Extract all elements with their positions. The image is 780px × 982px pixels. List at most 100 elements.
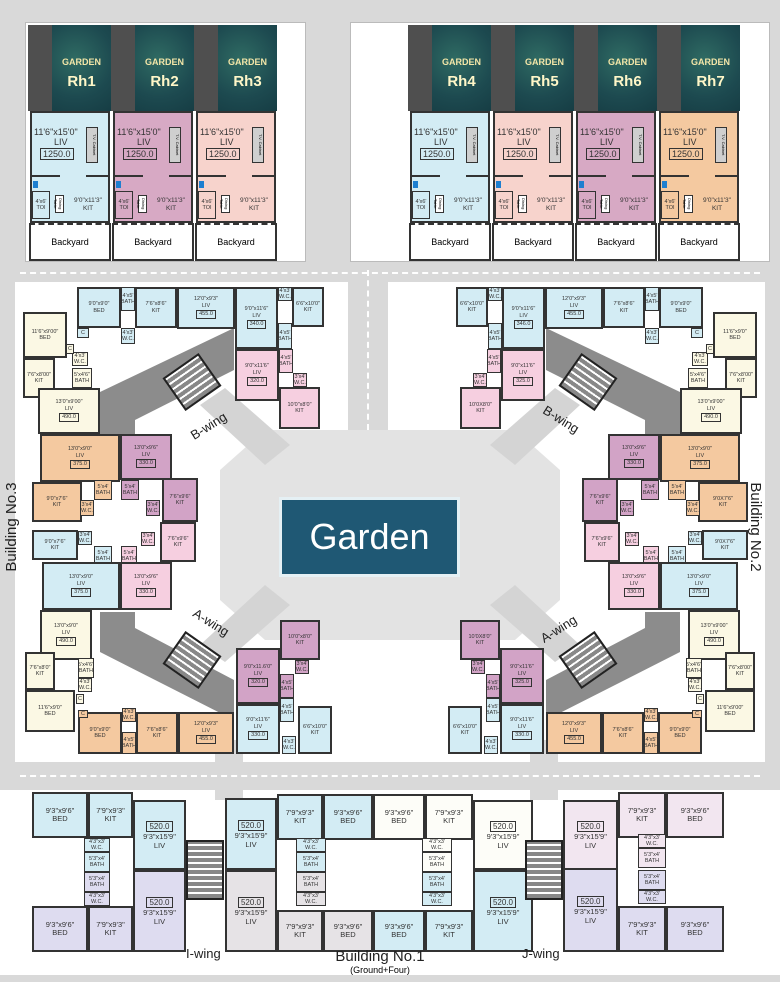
room-wc[interactable]: 3'x4'W.C. xyxy=(146,500,160,516)
room-bath[interactable]: 4'x5'BATH xyxy=(644,732,658,754)
room-kit[interactable]: 7'6"x8'6"KIT xyxy=(602,712,644,754)
room-bath[interactable]: 4'x5'BATH xyxy=(122,732,136,754)
room-c[interactable]: C xyxy=(706,344,714,354)
room-wc[interactable]: 3'x4'W.C. xyxy=(80,500,94,516)
room-wc[interactable]: 3'x4'W.C. xyxy=(686,500,700,516)
room-kit[interactable]: 7'6"x9'6"KIT xyxy=(582,478,618,522)
room-bed[interactable]: 11'6"x9'00"BED xyxy=(23,312,67,358)
room-wc[interactable]: 3'x4'W.C. xyxy=(625,532,639,546)
room-bath[interactable]: 4'x5'BATH xyxy=(486,698,500,722)
backyard[interactable]: Backyard xyxy=(409,223,491,261)
room-bath[interactable]: 5'3"x4'BATH xyxy=(84,872,110,892)
room-wc[interactable]: 3'x4'W.C. xyxy=(473,373,487,387)
room-bath[interactable]: 5'x4'6"BATH xyxy=(688,368,708,388)
room-bed[interactable]: 9'3"x9'6"BED xyxy=(323,794,373,840)
room-bath[interactable]: 5'3"x4'BATH xyxy=(422,852,452,872)
room-c[interactable]: C xyxy=(78,710,88,718)
room-bath[interactable]: 4'x5'BATH xyxy=(280,674,294,698)
backyard[interactable]: Backyard xyxy=(575,223,657,261)
room-wc[interactable]: 4'3"x3'W.C. xyxy=(638,890,666,904)
room-c[interactable]: C xyxy=(77,328,89,338)
room-kit[interactable]: 7'6"x8'0"KIT xyxy=(25,652,55,690)
room-bed[interactable]: 9'0"x9'0"BED xyxy=(659,287,703,328)
room-wc[interactable]: 3'x4'W.C. xyxy=(688,531,702,545)
room-bath[interactable]: 5'x4'6"BATH xyxy=(72,368,92,388)
room-kit[interactable]: 7'9"x9'3"KIT xyxy=(88,792,133,838)
toilet[interactable]: 4'x6'TOI xyxy=(578,191,596,219)
room-bed[interactable]: 9'0"x9'0"BED xyxy=(77,287,121,328)
room-bath[interactable]: 5'x4'BATH xyxy=(121,546,137,566)
room-kit[interactable]: 6'6"x10'0"KIT xyxy=(292,287,324,327)
backyard[interactable]: Backyard xyxy=(112,223,194,261)
room-kit[interactable]: 7'6"x8'00"KIT xyxy=(725,652,755,690)
room-bath[interactable]: 4'x5'BATH xyxy=(486,674,500,698)
room-kit[interactable]: 7'9"x9'3"KIT xyxy=(88,906,133,952)
room-bath[interactable]: 4'x5'BATH xyxy=(280,698,294,722)
room-kit[interactable]: 7'6"x8'6"KIT xyxy=(136,712,178,754)
room-kit[interactable]: 6'6"x10'0"KIT xyxy=(456,287,488,327)
room-bed[interactable]: 11'6"x9'00"BED xyxy=(705,690,755,732)
room-wc[interactable]: 4'x3'W.C. xyxy=(692,352,708,366)
toilet[interactable]: 4'x6'TOI xyxy=(495,191,513,219)
room-wc[interactable]: 4'3"x3'W.C. xyxy=(84,838,110,852)
room-wc[interactable]: 3'x4'W.C. xyxy=(141,532,155,546)
room-bath[interactable]: 4'x5'BATH xyxy=(488,323,502,349)
room-bath[interactable]: 5'3"x4'BATH xyxy=(296,872,326,892)
room-bed[interactable]: 9'3"x9'6"BED xyxy=(666,792,724,838)
room-kit[interactable]: 9'0"x7'6"KIT xyxy=(32,530,78,560)
room-kit[interactable]: 7'9"x9'3"KIT xyxy=(277,794,323,840)
room-kit[interactable]: 7'9"x9'3"KIT xyxy=(425,910,473,952)
room-wc[interactable]: 3'x4'W.C. xyxy=(471,660,485,674)
room-wc[interactable]: 4'x3'W.C. xyxy=(282,736,296,754)
room-bed[interactable]: 9'0"x9'0"BED xyxy=(78,712,122,754)
room-wc[interactable]: 4'3"x3'W.C. xyxy=(296,892,326,906)
room-bath[interactable]: 5'x4'BATH xyxy=(94,480,112,500)
room-bath[interactable]: 5'3"x4'BATH xyxy=(296,852,326,872)
room-bath[interactable]: 5'x4'BATH xyxy=(94,546,112,566)
room-wc[interactable]: 4'x3'W.C. xyxy=(278,287,292,301)
room-kit[interactable]: 7'9"x9'3"KIT xyxy=(425,794,473,840)
room-bed[interactable]: 9'3"x9'6"BED xyxy=(32,906,88,952)
room-wc[interactable]: 4'x3'W.C. xyxy=(122,708,136,722)
room-kit[interactable]: 7'9"x9'3"KIT xyxy=(618,792,666,838)
room-kit[interactable]: 6'6"x10'0"KIT xyxy=(448,706,482,754)
room-bed[interactable]: 9'3"x9'6"BED xyxy=(323,910,373,952)
toilet[interactable]: 4'x6'TOI xyxy=(661,191,679,219)
backyard[interactable]: Backyard xyxy=(492,223,574,261)
room-bath[interactable]: 4'x5'BATH xyxy=(645,287,659,311)
room-bed[interactable]: 9'3"x9'6"BED xyxy=(666,906,724,952)
room-bath[interactable]: 4'x5'BATH xyxy=(487,349,501,373)
room-wc[interactable]: 4'3"x3'W.C. xyxy=(296,838,326,852)
room-c[interactable]: C xyxy=(691,328,703,338)
room-wc[interactable]: 4'x3'W.C. xyxy=(484,736,498,754)
room-wc[interactable]: 4'x3'W.C. xyxy=(121,328,135,344)
room-wc[interactable]: 4'3"x3'W.C. xyxy=(422,838,452,852)
room-bath[interactable]: 5'3"x4'BATH xyxy=(638,848,666,868)
room-wc[interactable]: 4'x3'W.C. xyxy=(78,678,92,692)
room-bath[interactable]: 5'x4'BATH xyxy=(643,546,659,566)
room-kit[interactable]: 9'0X7'6"KIT xyxy=(702,530,748,560)
toilet[interactable]: 4'x6'TOI xyxy=(412,191,430,219)
room-wc[interactable]: 4'3"x3'W.C. xyxy=(422,892,452,906)
room-kit[interactable]: 7'6"x9'6"KIT xyxy=(162,478,198,522)
room-bed[interactable]: 9'3"x9'6"BED xyxy=(373,794,425,840)
room-bath[interactable]: 4'x5'BATH xyxy=(279,349,293,373)
room-wc[interactable]: 3'x4'W.C. xyxy=(78,531,92,545)
